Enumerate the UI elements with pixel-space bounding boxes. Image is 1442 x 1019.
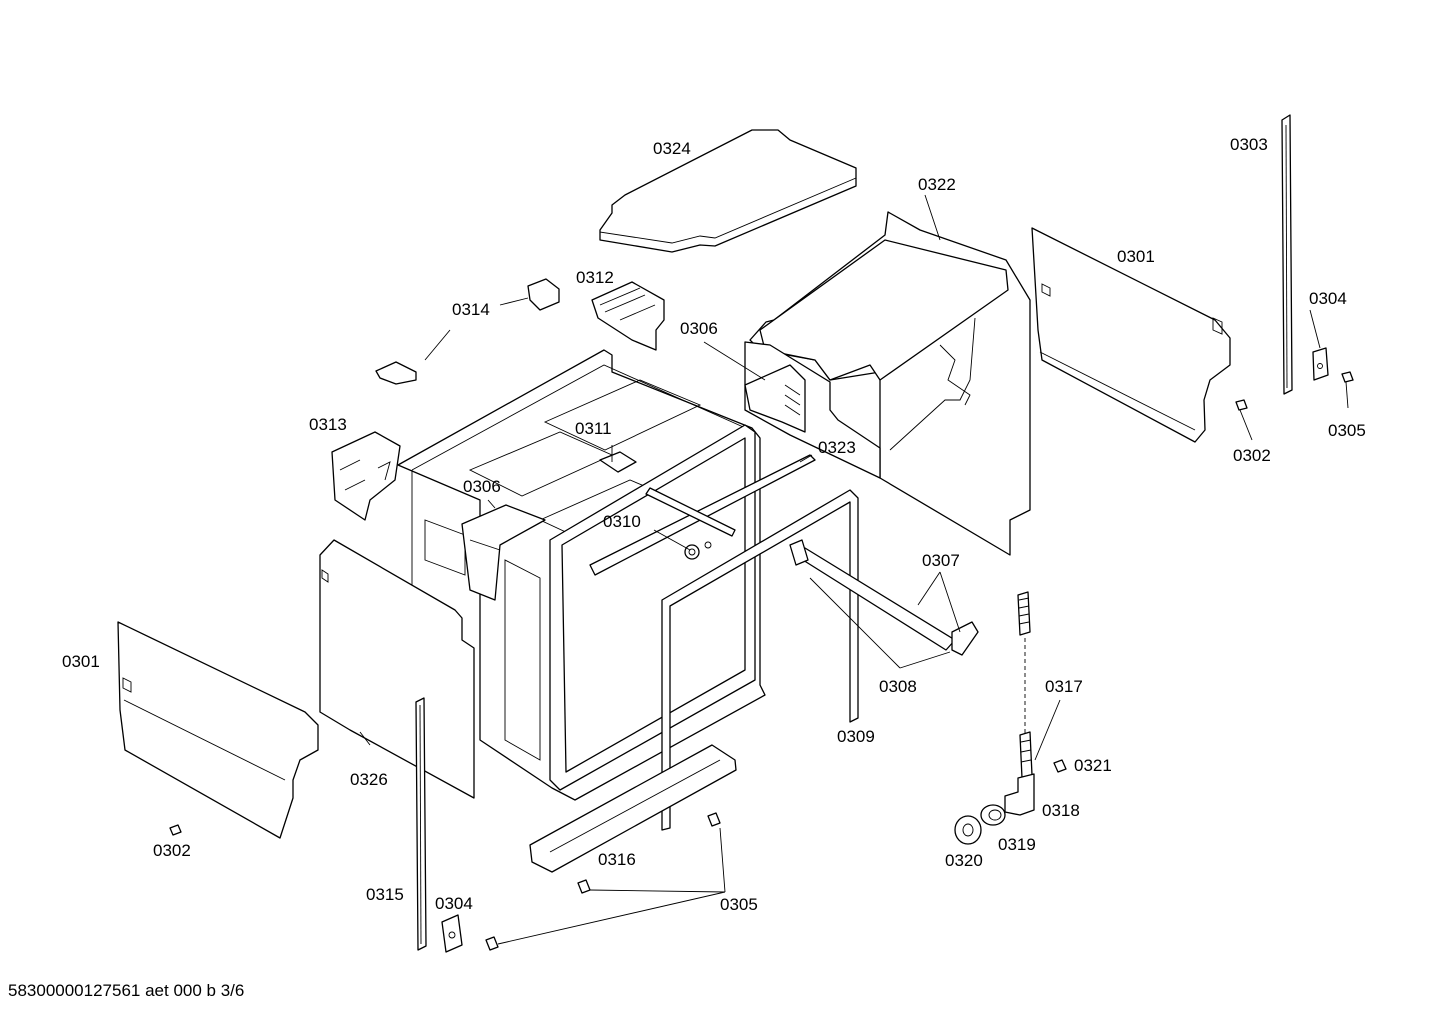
- label-0306-mid: 0306: [463, 477, 501, 496]
- label-0317: 0317: [1045, 677, 1083, 696]
- label-0311: 0311: [575, 419, 612, 438]
- label-0321: 0321: [1074, 756, 1112, 775]
- label-0312: 0312: [576, 268, 614, 287]
- part-0302-screw-top: [1235, 399, 1248, 411]
- label-0301-top: 0301: [1117, 247, 1155, 266]
- part-0324-top-panel: [599, 129, 857, 253]
- part-0319-ring: [980, 804, 1006, 826]
- part-0305-screws-bottom: [485, 812, 721, 951]
- part-0304-clip-bottom: [441, 914, 463, 953]
- part-0310-rail: [645, 487, 736, 560]
- label-0306-top: 0306: [680, 319, 718, 338]
- part-0321-screw: [1053, 759, 1067, 773]
- part-0313-cover-block: [331, 431, 401, 521]
- label-0324: 0324: [653, 139, 691, 158]
- label-0303: 0303: [1230, 135, 1268, 154]
- part-0301-side-panel-left: [117, 621, 319, 839]
- label-0314: 0314: [452, 300, 490, 319]
- label-0301-left: 0301: [62, 652, 100, 671]
- label-0313: 0313: [309, 415, 347, 434]
- label-0319: 0319: [998, 835, 1036, 854]
- label-0305-top: 0305: [1328, 421, 1366, 440]
- part-0326-panel: [319, 539, 475, 799]
- label-0304-top: 0304: [1309, 289, 1347, 308]
- label-0304-bottom: 0304: [435, 894, 473, 913]
- part-0320-cap: [954, 815, 982, 845]
- part-0306-duct: [461, 504, 546, 601]
- part-0303-trim-strip: [1281, 114, 1293, 395]
- part-0312-connector-block: [591, 281, 665, 351]
- part-0304-clip-top: [1312, 347, 1329, 381]
- document-code: 58300000127561 aet 000 b 3/6: [8, 981, 245, 1000]
- label-0309: 0309: [837, 727, 875, 746]
- part-0318-elbow: [1004, 773, 1035, 816]
- label-0305-bottom: 0305: [720, 895, 758, 914]
- leader-lines: [359, 194, 1349, 945]
- part-0314-bracket: [375, 278, 560, 385]
- label-0310: 0310: [603, 512, 641, 531]
- label-0302-left: 0302: [153, 841, 191, 860]
- part-0317-drain-hose: [1017, 591, 1033, 779]
- part-0315-trim-strip: [415, 697, 427, 951]
- label-0323: 0323: [818, 438, 856, 457]
- label-0318: 0318: [1042, 801, 1080, 820]
- part-0311-clip: [599, 451, 637, 473]
- label-0302-top: 0302: [1233, 446, 1271, 465]
- part-0307-arm: [789, 539, 979, 656]
- label-0307: 0307: [922, 551, 960, 570]
- label-0322: 0322: [918, 175, 956, 194]
- label-0316: 0316: [598, 850, 636, 869]
- part-0316-base-rail: [529, 744, 737, 873]
- part-0309-u-frame: [661, 489, 859, 831]
- label-0320: 0320: [945, 851, 983, 870]
- label-0326: 0326: [350, 770, 388, 789]
- part-0302-screw-left: [169, 824, 182, 836]
- label-0315: 0315: [366, 885, 404, 904]
- part-0306-duct-top: [744, 364, 806, 433]
- label-0308: 0308: [879, 677, 917, 696]
- part-0301-side-panel-right: [1031, 227, 1231, 443]
- part-0305-screw-top: [1341, 371, 1354, 383]
